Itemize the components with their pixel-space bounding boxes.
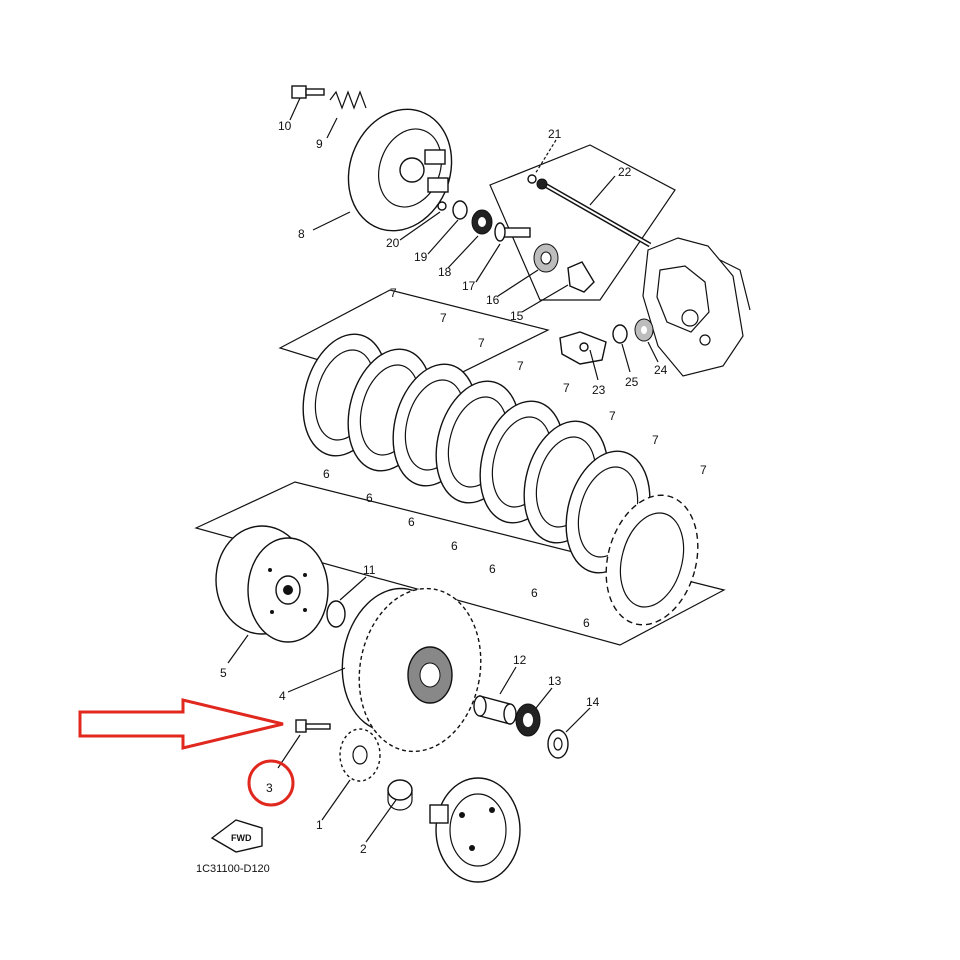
callout-1: 1	[316, 818, 323, 832]
washer-20	[437, 201, 447, 211]
callout-21: 21	[548, 127, 562, 141]
fwd-arrow-icon: FWD	[210, 819, 263, 853]
shaft-frame-outline	[489, 144, 676, 301]
washer-11	[326, 600, 346, 628]
callout-20: 20	[386, 236, 400, 250]
clutch-plate-stack	[302, 333, 699, 626]
push-rod-22	[536, 178, 652, 248]
callout-3: 3	[266, 781, 273, 795]
callout-24: 24	[654, 363, 668, 377]
collar-2	[387, 779, 413, 811]
callout-23: 23	[592, 383, 606, 397]
callout-7: 7	[609, 409, 616, 423]
callout-2: 2	[360, 842, 367, 856]
callout-9: 9	[316, 137, 323, 151]
needle-bearing-13	[515, 703, 541, 737]
callout-5: 5	[220, 666, 227, 680]
callout-7: 7	[390, 286, 397, 300]
nut-16	[533, 243, 559, 273]
o-ring-21	[527, 174, 537, 184]
callout-14: 14	[586, 695, 600, 709]
callout-22: 22	[618, 165, 632, 179]
push-rod-17	[494, 222, 531, 242]
spacer-12	[473, 695, 517, 725]
callout-11: 11	[363, 563, 376, 577]
thrust-washer-14	[547, 729, 569, 759]
callout-6: 6	[583, 616, 590, 630]
lever-23	[559, 331, 607, 365]
callout-17: 17	[462, 279, 476, 293]
callout-12: 12	[513, 653, 527, 667]
callout-7: 7	[652, 433, 659, 447]
callout-4: 4	[279, 689, 286, 703]
primary-gear-1	[339, 728, 381, 782]
clutch-body-lower	[429, 777, 521, 883]
pressure-plate-8	[347, 108, 453, 232]
callout-25: 25	[625, 375, 639, 389]
washer-19	[452, 200, 468, 220]
callout-6: 6	[451, 539, 458, 553]
callout-19: 19	[414, 250, 428, 264]
callout-18: 18	[438, 265, 452, 279]
callout-13: 13	[548, 674, 562, 688]
callout-6: 6	[366, 491, 373, 505]
bolt-3	[295, 719, 331, 733]
callout-7: 7	[517, 359, 524, 373]
bolt-10	[291, 85, 325, 99]
callout-7: 7	[700, 463, 707, 477]
callouts: 10 9 8 21 22 20 19 18 17 16 15 23 25 24 …	[220, 119, 707, 856]
callout-15: 15	[510, 309, 524, 323]
clutch-boss-5	[215, 525, 329, 643]
callout-10: 10	[278, 119, 292, 133]
oil-seal-25	[612, 324, 628, 344]
lock-washer-15	[567, 261, 595, 293]
spring-9	[329, 90, 367, 110]
callout-6: 6	[408, 515, 415, 529]
bearing-18	[471, 209, 493, 235]
red-annotation-circle	[247, 759, 295, 807]
red-annotation-arrow	[78, 698, 284, 750]
callout-7: 7	[563, 381, 570, 395]
callout-7: 7	[440, 311, 447, 325]
callout-6: 6	[531, 586, 538, 600]
clutch-housing-4	[341, 587, 482, 753]
leader-lines	[227, 97, 659, 843]
callout-6: 6	[489, 562, 496, 576]
callout-7: 7	[478, 336, 485, 350]
bearing-24	[634, 318, 654, 342]
engine-case-fragment	[642, 237, 751, 377]
plate-frame-outline	[194, 481, 726, 646]
callout-6: 6	[323, 467, 330, 481]
drawing-code: 1C31100-D120	[196, 863, 270, 875]
callout-8: 8	[298, 227, 305, 241]
callout-16: 16	[486, 293, 500, 307]
fwd-label: FWD	[231, 833, 252, 843]
